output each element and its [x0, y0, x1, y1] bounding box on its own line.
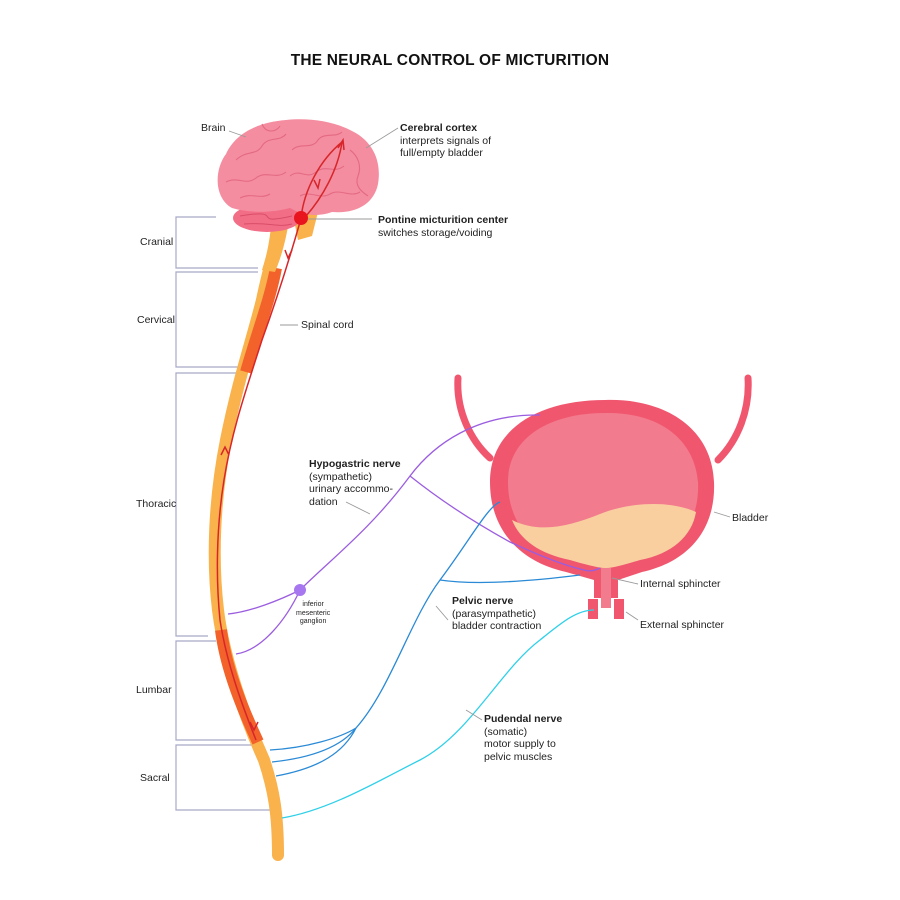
urine: [512, 503, 696, 568]
pudendal-line3: pelvic muscles: [484, 750, 553, 763]
cortex-leader: [365, 127, 399, 149]
page-title: THE NEURAL CONTROL OF MICTURITION: [290, 52, 610, 69]
bladder-leader: [713, 511, 731, 518]
pontine-name: Pontine micturition center: [378, 214, 509, 226]
pelvic-name: Pelvic nerve: [452, 595, 514, 607]
cortex-name: Cerebral cortex: [400, 122, 478, 134]
urethra: [601, 568, 611, 608]
brain-leader: [228, 130, 247, 138]
right-ureter: [714, 374, 752, 464]
external-sphincter-right: [614, 599, 624, 619]
cortex-pathway: [300, 137, 345, 219]
cervical-bracket: [175, 271, 258, 368]
ganglion-line1: inferior: [302, 601, 324, 608]
pudendal-label: Pudendal nerve (somatic) motor supply to…: [484, 713, 562, 763]
spinal-cord: [208, 209, 290, 861]
ganglion-line3: ganglion: [299, 618, 327, 625]
brain-folds: [225, 123, 369, 199]
brain: [217, 119, 379, 240]
hypogastric-line3: dation: [309, 495, 338, 508]
sacral-bracket: [175, 744, 270, 811]
cortex-label: Cerebral cortex interprets signals of fu…: [400, 122, 491, 160]
hypogastric-label: Hypogastric nerve (sympathetic) urinary …: [309, 458, 401, 508]
hypogastric-nerve: [227, 414, 601, 655]
internal-sphincter-label: Internal sphincter: [640, 578, 721, 590]
pudendal-name: Pudendal nerve: [484, 713, 563, 725]
pelvic-line2: bladder contraction: [452, 620, 542, 632]
pudendal-nerve: [281, 609, 595, 819]
cortex-line1: interprets signals of: [400, 134, 492, 147]
hypogastric-line2: urinary accommo-: [309, 483, 394, 495]
lumbar-bracket: [175, 640, 246, 741]
segment-brackets: [175, 216, 270, 811]
cerebrum: [217, 119, 379, 215]
pelvic-nerve: [269, 501, 581, 777]
leader-lines: [228, 127, 731, 721]
cortex-line2: full/empty bladder: [400, 147, 483, 159]
bladder-label: Bladder: [732, 512, 769, 524]
segment-label-sacral: Sacral: [140, 772, 170, 784]
segment-label-thoracic: Thoracic: [136, 498, 177, 510]
nerves: [227, 414, 601, 819]
spinal-cord-label: Spinal cord: [301, 319, 354, 331]
external-sphincter-leader: [625, 611, 639, 621]
segment-label-cranial: Cranial: [140, 236, 174, 248]
ganglion-line2: mesenteric: [296, 609, 331, 617]
pelvic-leader: [435, 605, 449, 621]
hypogastric-name: Hypogastric nerve: [309, 458, 401, 470]
brain-label: Brain: [201, 122, 226, 134]
left-ureter: [454, 374, 494, 462]
external-sphincter-label: External sphincter: [640, 619, 725, 631]
external-sphincter-left: [588, 599, 598, 619]
cranial-bracket: [175, 216, 258, 269]
pudendal-line2: motor supply to: [484, 738, 556, 750]
hypogastric-line1: (sympathetic): [309, 470, 373, 483]
pudendal-leader: [465, 709, 483, 721]
hypogastric-leader: [345, 501, 371, 515]
segment-label-lumbar: Lumbar: [136, 684, 172, 696]
pontine-line1: switches storage/voiding: [378, 226, 493, 239]
bladder: [454, 374, 752, 619]
pelvic-line1: (parasympathetic): [452, 607, 537, 620]
pontine-label: Pontine micturition center switches stor…: [378, 214, 508, 239]
pontine-center-dot: [294, 211, 308, 225]
pelvic-label: Pelvic nerve (parasympathetic) bladder c…: [452, 595, 541, 633]
segment-label-cervical: Cervical: [137, 314, 175, 326]
ganglion-label: inferior mesenteric ganglion: [296, 601, 330, 627]
descending-pathway: [216, 221, 301, 741]
pudendal-line1: (somatic): [484, 725, 528, 738]
internal-sphincter-leader: [611, 577, 639, 585]
ganglion-dot: [294, 584, 306, 596]
thoracic-bracket: [175, 372, 236, 637]
